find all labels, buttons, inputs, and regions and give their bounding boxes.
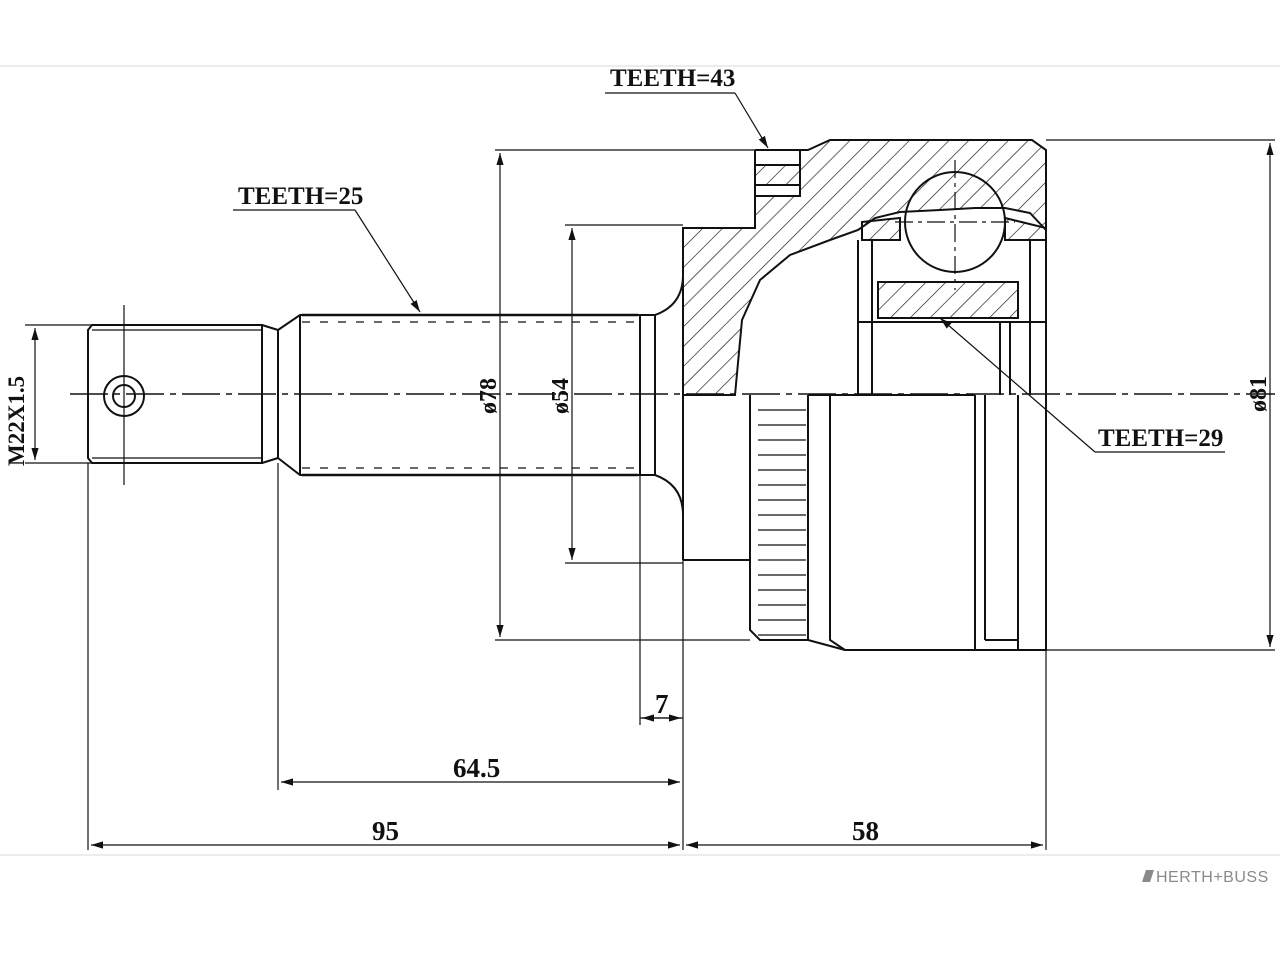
leader-lines: [233, 92, 1225, 453]
dia-78-label: ø78: [476, 378, 502, 414]
len-64-5-label: 64.5: [453, 753, 500, 783]
dimension-lines: [25, 139, 1275, 850]
thread-dimension-label: M22X1.5: [4, 376, 29, 466]
splined-shaft: [277, 274, 684, 516]
len-58-label: 58: [852, 816, 879, 846]
teeth-inner-label: TEETH=29: [1098, 425, 1223, 452]
brand-mark-icon: [1142, 870, 1154, 882]
dia-54-label: ø54: [548, 378, 574, 414]
brand-name: HERTH+BUSS: [1156, 869, 1269, 886]
len-95-label: 95: [372, 816, 399, 846]
bell-housing: [682, 139, 1047, 560]
outer-body-lower: [682, 394, 1047, 651]
dia-81-label: ø81: [1246, 376, 1272, 412]
teeth-shaft-label: TEETH=25: [238, 183, 363, 210]
abs-tone-ring: [758, 409, 806, 636]
teeth-top-label: TEETH=43: [610, 65, 735, 92]
len-7-label: 7: [655, 689, 669, 719]
brand-logo: HERTH+BUSS: [1142, 869, 1269, 886]
threaded-stub: [87, 305, 279, 485]
